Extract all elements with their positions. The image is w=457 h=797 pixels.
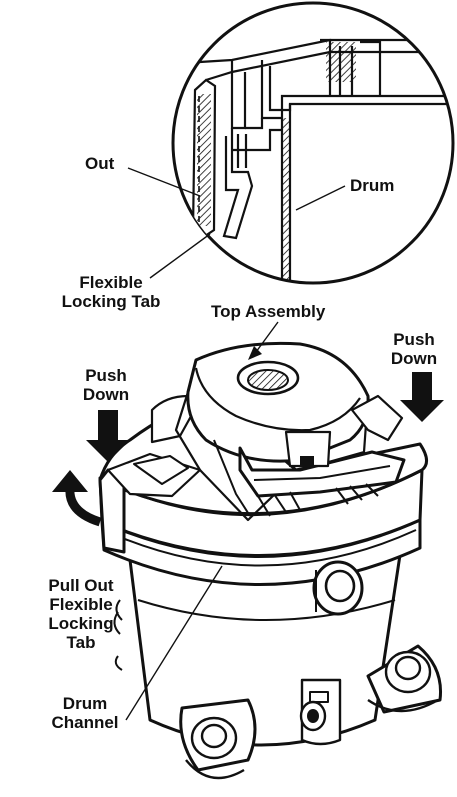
label-push-down-right-line1: Push: [393, 330, 435, 349]
label-drum-detail: Drum: [350, 176, 395, 195]
label-pull-out-line2: Flexible: [49, 595, 113, 614]
label-top-assembly: Top Assembly: [211, 302, 326, 321]
label-flexible-locking-tab: Flexible Locking Tab: [46, 273, 176, 311]
label-pull-out-flexible-locking-tab: Pull Out Flexible Locking Tab: [36, 576, 126, 652]
label-push-down-left-line1: Push: [85, 366, 127, 385]
leader-lines: [125, 167, 346, 721]
push-down-arrow-left: [86, 410, 130, 462]
top-assembly-arrowhead: [248, 346, 262, 360]
vacuum-body: [98, 341, 443, 780]
label-drum-channel: Drum Channel: [40, 694, 130, 732]
label-flexible-locking-tab-line2: Locking Tab: [61, 292, 161, 311]
label-flexible-locking-tab-line1: Flexible: [79, 273, 143, 292]
label-out: Out: [85, 154, 115, 173]
label-pull-out-line1: Pull Out: [48, 576, 114, 595]
label-push-down-right-line2: Down: [390, 349, 438, 368]
label-drum-channel-line2: Channel: [51, 713, 119, 732]
label-push-down-right: Push Down: [382, 330, 446, 368]
push-down-arrow-right: [400, 372, 444, 422]
label-pull-out-line4: Tab: [66, 633, 96, 652]
detail-magnifier: [171, 1, 455, 285]
label-pull-out-line3: Locking: [48, 614, 114, 633]
label-push-down-left-line2: Down: [82, 385, 130, 404]
pull-out-arrow: [52, 470, 102, 527]
label-drum-channel-line1: Drum: [62, 694, 108, 713]
label-push-down-left: Push Down: [74, 366, 138, 404]
